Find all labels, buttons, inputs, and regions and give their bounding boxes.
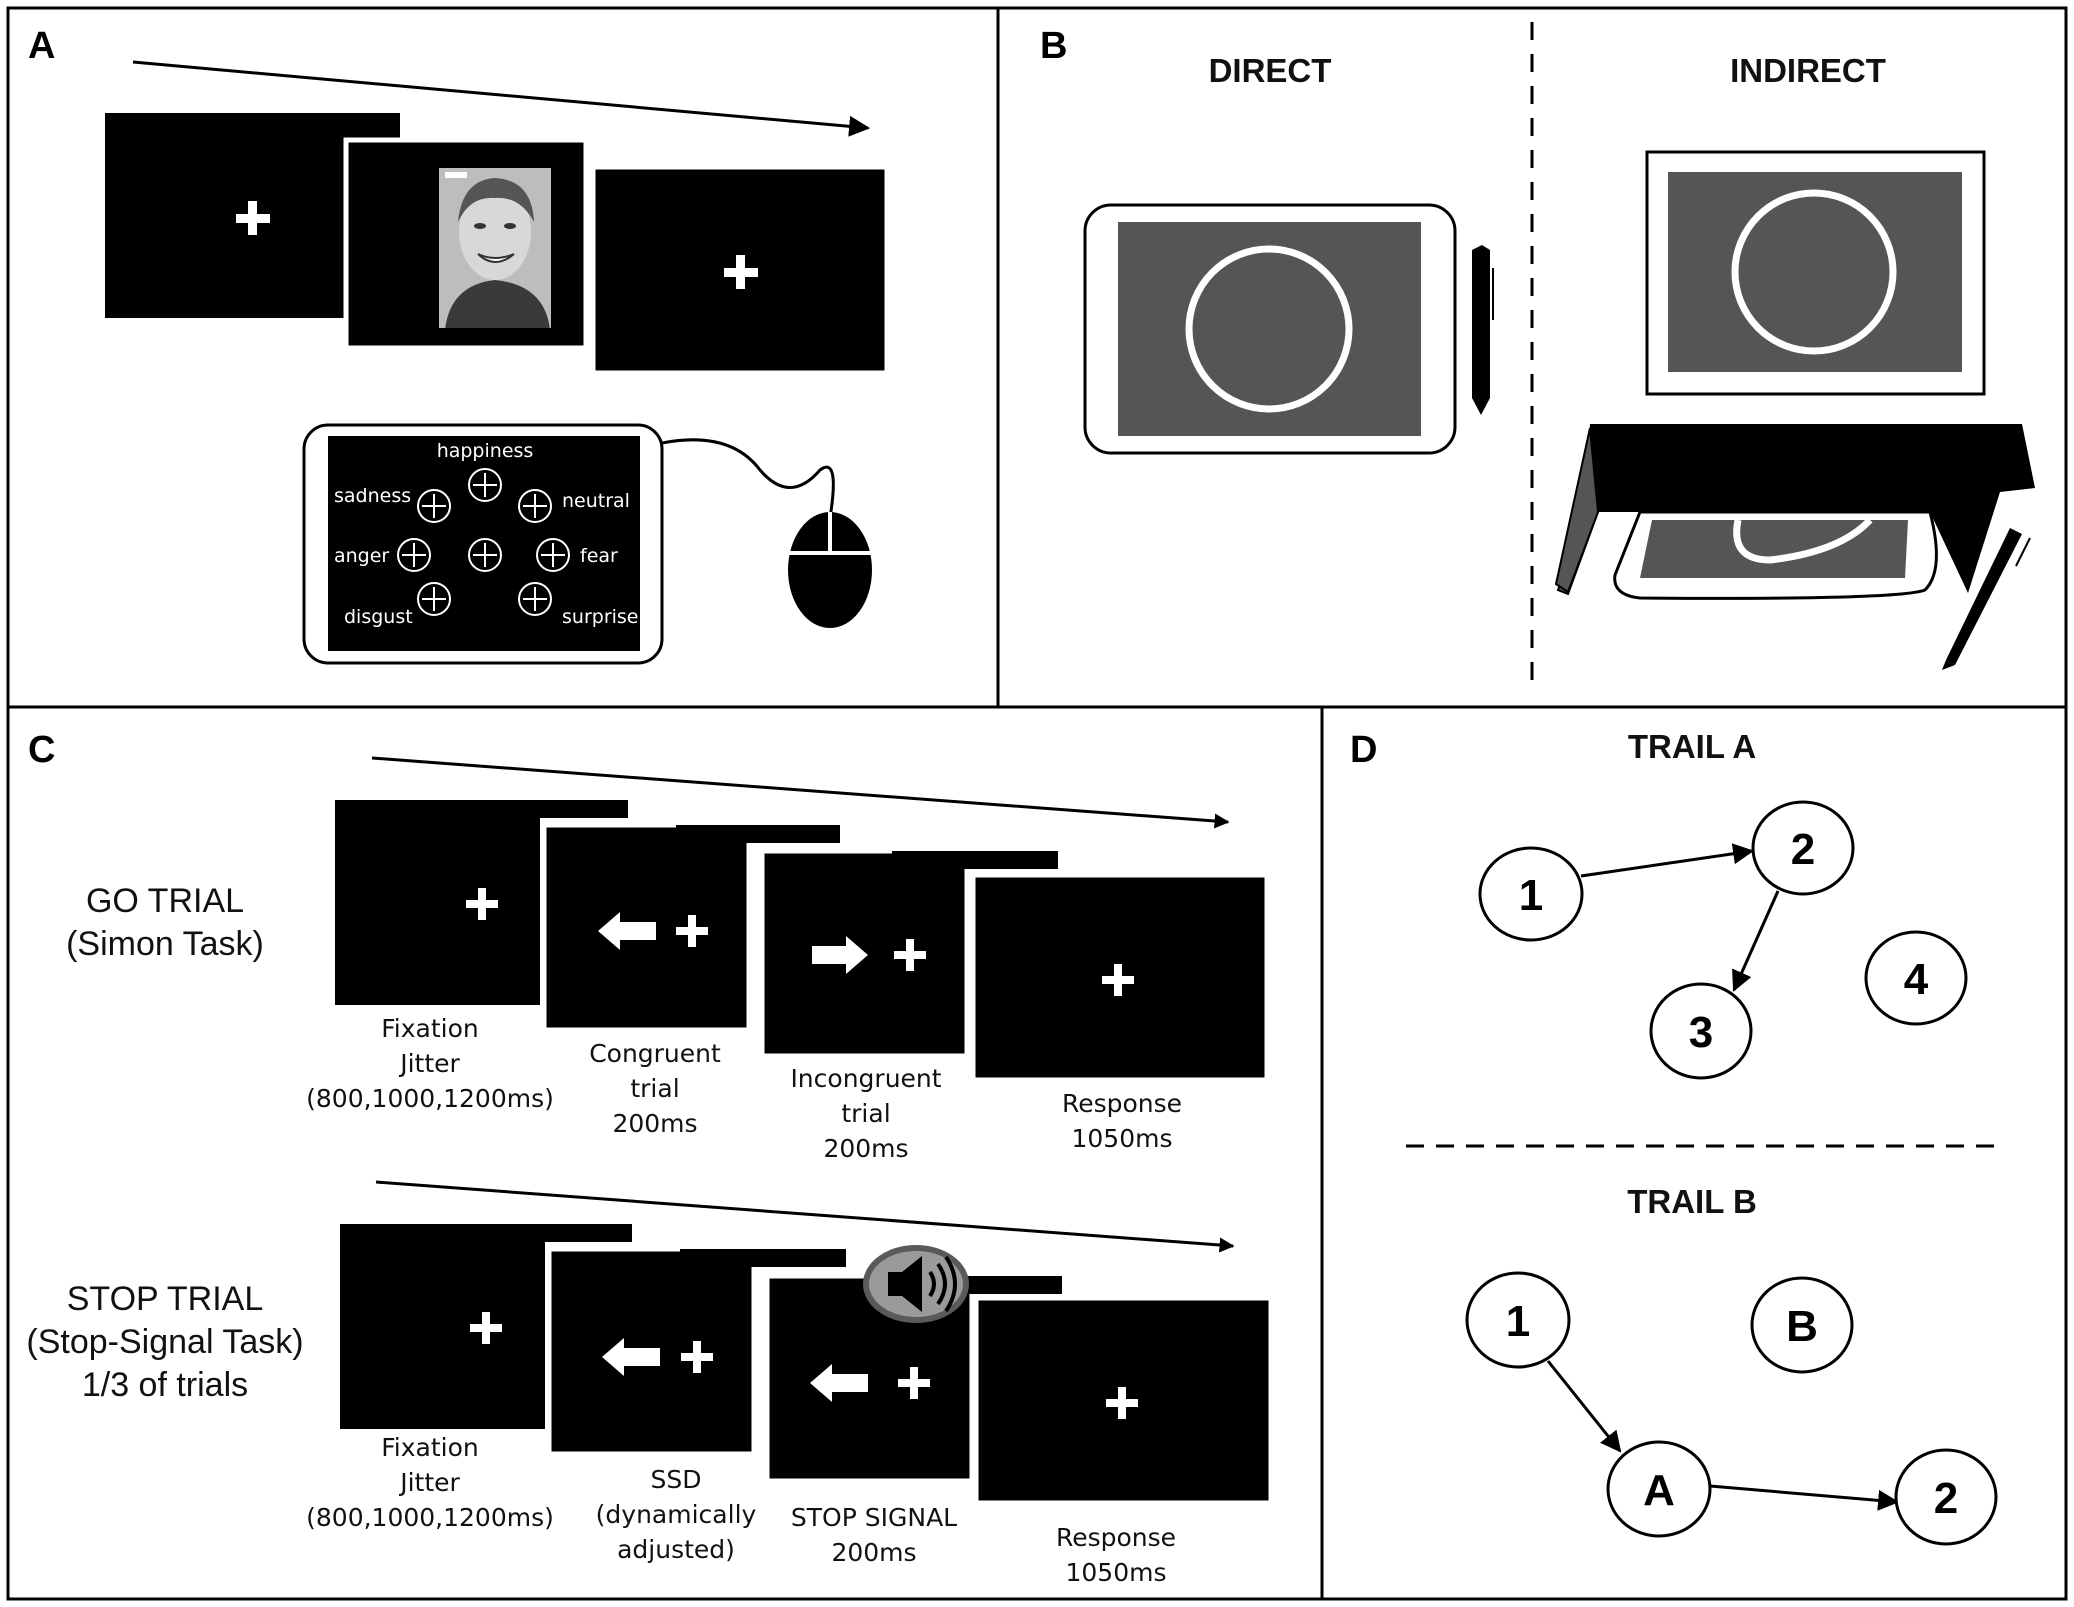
panel-d: D TRAIL A TRAIL B 1 2 3 4 1 — [1350, 728, 1998, 1546]
trail-a-edge-2-3 — [1732, 890, 1780, 992]
caption-line: 1050ms — [1071, 1124, 1172, 1153]
trail-a-node: 4 — [1864, 930, 1968, 1026]
panel-c: C GO TRIAL (Simon Task) Fixation — [26, 729, 1274, 1587]
emotion-label-neutral: neutral — [562, 490, 630, 512]
caption-line: (800,1000,1200ms) — [306, 1503, 554, 1532]
caption-line: adjusted) — [617, 1535, 735, 1564]
go-incongruent-screen — [759, 848, 1058, 1059]
indirect-monitor — [1645, 150, 1986, 396]
caption-line: trial — [630, 1074, 679, 1103]
left-arrow-icon — [810, 1364, 868, 1402]
stop-trial-frequency: 1/3 of trials — [82, 1366, 248, 1404]
time-arrow-a — [132, 60, 871, 137]
stylus-pen-icon — [1472, 245, 1494, 415]
go-trial-subtitle: (Simon Task) — [66, 925, 264, 963]
trail-a-node: 1 — [1478, 846, 1584, 942]
trail-b-node-label: 2 — [1934, 1474, 1958, 1523]
stylus-pen-icon-indirect — [1942, 528, 2031, 670]
trail-b-edge-a-2 — [1709, 1484, 1900, 1511]
panel-a: A — [28, 25, 890, 665]
heading-indirect: INDIRECT — [1730, 52, 1886, 89]
panel-letter-a: A — [28, 25, 55, 67]
covered-tablet — [1554, 424, 2035, 600]
trail-a-node-label: 1 — [1519, 871, 1543, 920]
panel-borders — [6, 6, 2068, 1601]
trail-b-node-label: A — [1643, 1466, 1675, 1515]
fixation-screen-a3 — [590, 164, 890, 376]
face-stimulus-screen — [343, 137, 589, 351]
direct-tablet — [1083, 203, 1457, 455]
heading-direct: DIRECT — [1209, 52, 1332, 89]
caption-line: 200ms — [823, 1134, 908, 1163]
trail-b-node-label: B — [1786, 1302, 1818, 1351]
emotion-label-disgust: disgust — [344, 606, 413, 628]
go-trial-title: GO TRIAL — [86, 882, 244, 920]
go-captions: Fixation Jitter (800,1000,1200ms) Congru… — [306, 1014, 1182, 1163]
trail-a-node: 3 — [1649, 982, 1753, 1080]
trail-b-node: 2 — [1894, 1448, 1998, 1546]
caption-line: (dynamically — [596, 1500, 757, 1529]
trail-b-node: B — [1750, 1276, 1854, 1374]
trail-b-node: 1 — [1465, 1271, 1571, 1369]
caption-line: Jitter — [398, 1049, 460, 1078]
trail-b-node-label: 1 — [1506, 1297, 1530, 1346]
caption-line: Response — [1062, 1089, 1182, 1118]
go-fixation-screen — [335, 800, 628, 1005]
caption-line: Congruent — [589, 1039, 721, 1068]
heading-trail-a: TRAIL A — [1628, 728, 1756, 765]
left-arrow-icon — [598, 912, 656, 950]
caption-line: Fixation — [381, 1433, 479, 1462]
left-arrow-icon — [602, 1338, 660, 1376]
trail-b-node: A — [1606, 1440, 1712, 1538]
caption-line: Incongruent — [790, 1064, 941, 1093]
caption-line: SSD — [651, 1465, 702, 1494]
go-congruent-screen — [541, 822, 840, 1033]
go-response-screen — [970, 872, 1270, 1083]
caption-line: trial — [841, 1099, 890, 1128]
right-arrow-icon — [812, 936, 868, 974]
trail-a-edge-1-2 — [1580, 843, 1755, 878]
stop-response-screen — [973, 1295, 1274, 1506]
caption-line: 200ms — [831, 1538, 916, 1567]
trail-a-node-label: 4 — [1904, 955, 1929, 1004]
speaker-sound-icon — [863, 1245, 969, 1323]
emotion-response-tablet: happiness sadness neutral anger fear dis… — [302, 423, 664, 665]
emotion-label-fear: fear — [580, 545, 618, 567]
emotion-label-sadness: sadness — [334, 485, 411, 507]
caption-line: (800,1000,1200ms) — [306, 1084, 554, 1113]
emotion-label-anger: anger — [334, 545, 389, 567]
trail-b-edge-1-a — [1546, 1360, 1622, 1453]
trail-a-node-label: 3 — [1689, 1008, 1713, 1057]
time-arrow-stop — [375, 1180, 1235, 1253]
caption-line: Jitter — [398, 1468, 460, 1497]
caption-line: Response — [1056, 1523, 1176, 1552]
mouse-icon — [661, 438, 872, 628]
caption-line: Fixation — [381, 1014, 479, 1043]
stop-trial-subtitle: (Stop-Signal Task) — [26, 1323, 303, 1361]
panel-b: B DIRECT INDIRECT — [1040, 22, 2035, 692]
trail-a-node: 2 — [1751, 800, 1855, 896]
stop-fixation-screen — [340, 1224, 632, 1429]
stop-ssd-screen — [546, 1246, 846, 1457]
caption-line: 200ms — [612, 1109, 697, 1138]
emotion-label-happiness: happiness — [437, 440, 534, 462]
stop-captions: Fixation Jitter (800,1000,1200ms) SSD (d… — [306, 1433, 1176, 1587]
face-photo — [439, 168, 551, 328]
emotion-target-circles — [397, 468, 570, 616]
panel-letter-c: C — [28, 729, 55, 771]
stop-trial-title: STOP TRIAL — [67, 1280, 264, 1318]
heading-trail-b: TRAIL B — [1627, 1183, 1757, 1220]
trail-a-node-label: 2 — [1791, 825, 1815, 874]
panel-letter-b: B — [1040, 25, 1067, 67]
panel-letter-d: D — [1350, 729, 1377, 771]
emotion-label-surprise: surprise — [562, 606, 639, 628]
caption-line: STOP SIGNAL — [791, 1503, 957, 1532]
time-arrow-go — [371, 756, 1230, 829]
caption-line: 1050ms — [1065, 1558, 1166, 1587]
